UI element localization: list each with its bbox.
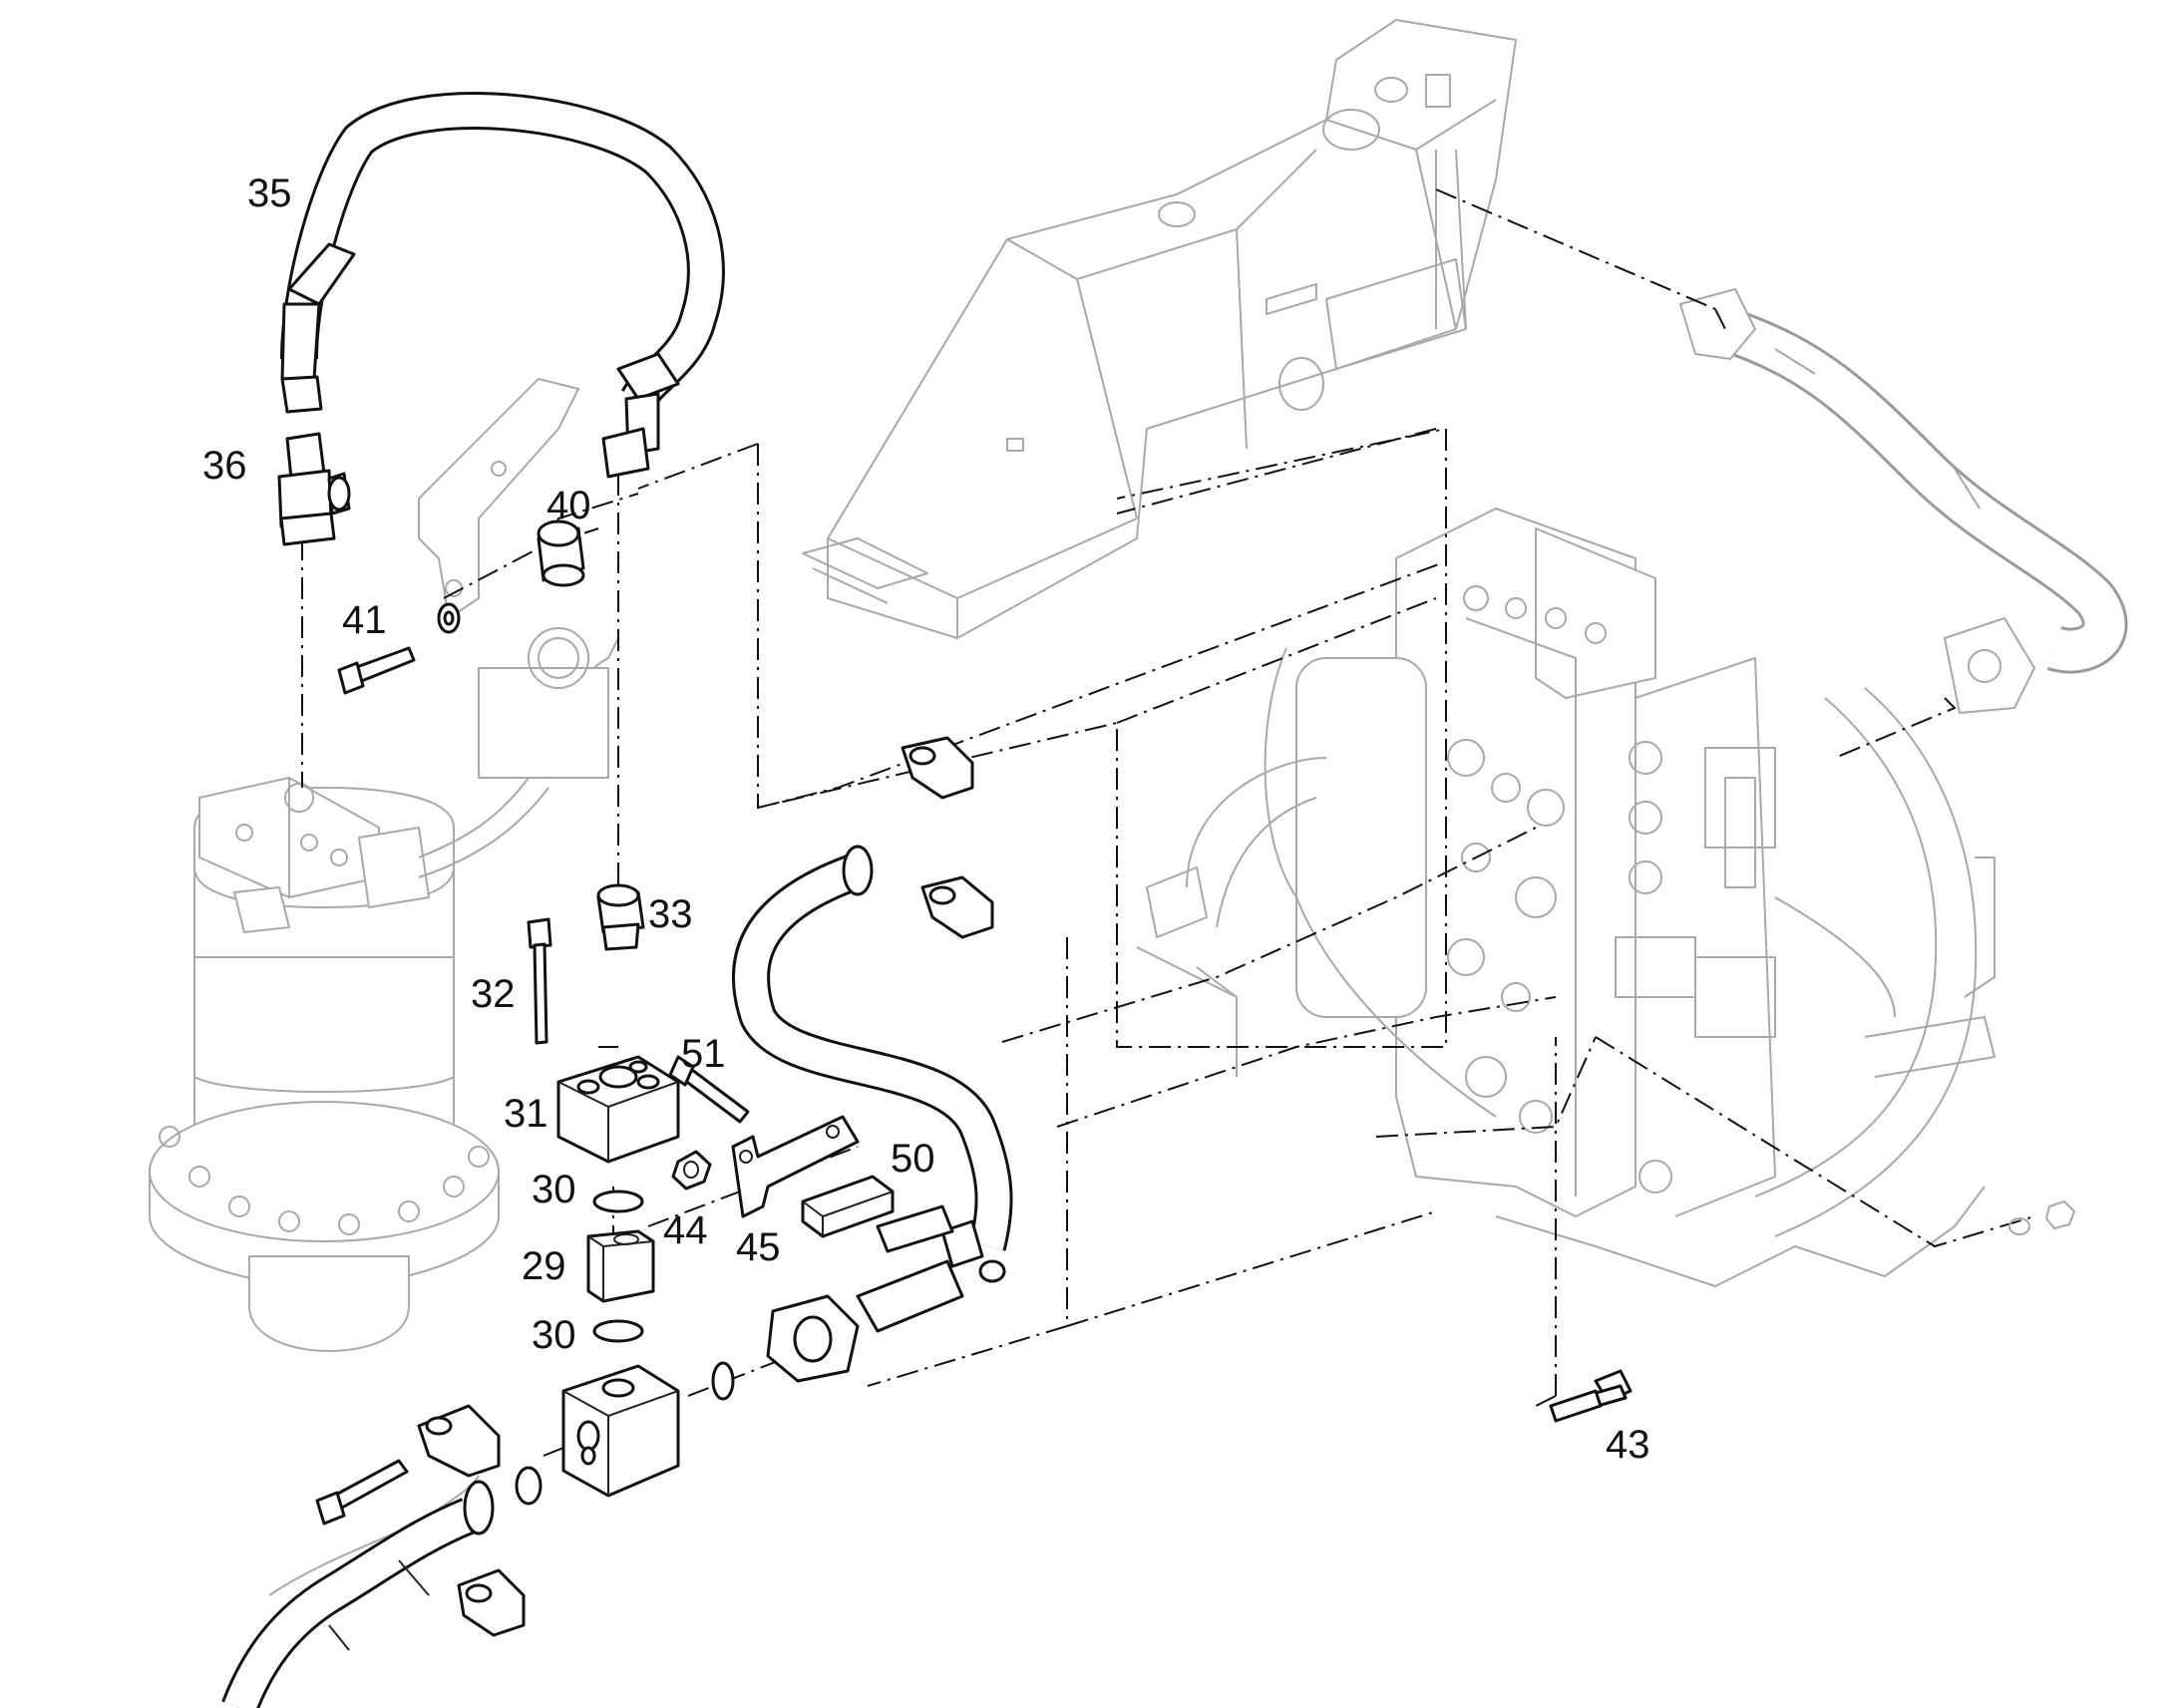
part-33-connector bbox=[596, 883, 645, 951]
part-32-long-bolt bbox=[527, 917, 552, 1045]
callout-30-upper: 30 bbox=[532, 1168, 576, 1211]
mounting-bracket-faint bbox=[418, 378, 579, 619]
upper-frame-housing bbox=[802, 19, 1517, 639]
callout-32: 32 bbox=[471, 972, 516, 1016]
callout-43: 43 bbox=[1606, 1423, 1650, 1467]
callout-labels: 35 36 40 41 33 32 51 31 50 30 44 45 29 3… bbox=[202, 171, 1650, 1467]
lower-manifold-block bbox=[561, 1364, 680, 1498]
part-43-bolt bbox=[1549, 1369, 1633, 1423]
control-valve-assembly bbox=[1136, 508, 1996, 1287]
right-nut-washer bbox=[2008, 1200, 2075, 1235]
callout-45: 45 bbox=[736, 1225, 781, 1269]
callout-41: 41 bbox=[342, 598, 387, 642]
callout-51: 51 bbox=[681, 1032, 726, 1076]
callout-31: 31 bbox=[504, 1092, 548, 1136]
part-29-adapter bbox=[586, 1229, 655, 1303]
callout-36: 36 bbox=[202, 444, 247, 488]
lower-hose bbox=[221, 1480, 495, 1708]
part-36-tee-fitting bbox=[277, 432, 351, 546]
lower-flange-bolt bbox=[315, 1459, 409, 1526]
part-51-bolt bbox=[668, 1055, 750, 1124]
upper-right-hose-assembly bbox=[1679, 288, 2128, 714]
lower-clamp-half bbox=[457, 1568, 526, 1637]
flange-fitting-assembly bbox=[766, 1204, 1006, 1383]
callout-44: 44 bbox=[663, 1208, 708, 1252]
part-41-bolt bbox=[337, 602, 461, 695]
part-45-bracket bbox=[731, 1115, 860, 1218]
lower-flange-clamp bbox=[417, 1404, 501, 1478]
part-50-block bbox=[801, 1175, 895, 1238]
callout-33: 33 bbox=[648, 892, 693, 936]
callout-29: 29 bbox=[522, 1244, 566, 1288]
part-44-nut bbox=[671, 1150, 712, 1191]
swing-motor-assembly bbox=[149, 627, 619, 1352]
callout-50: 50 bbox=[891, 1137, 935, 1181]
callout-35: 35 bbox=[247, 171, 292, 215]
center-tube bbox=[732, 845, 1013, 1251]
callout-30-lower: 30 bbox=[532, 1313, 576, 1357]
upper-clamp-halves bbox=[901, 736, 994, 939]
part-30-o-rings bbox=[515, 1190, 735, 1506]
part-35-hose bbox=[280, 92, 725, 479]
part-31-block bbox=[556, 1055, 680, 1164]
callout-40: 40 bbox=[546, 484, 591, 527]
part-40-spacer bbox=[537, 519, 585, 587]
